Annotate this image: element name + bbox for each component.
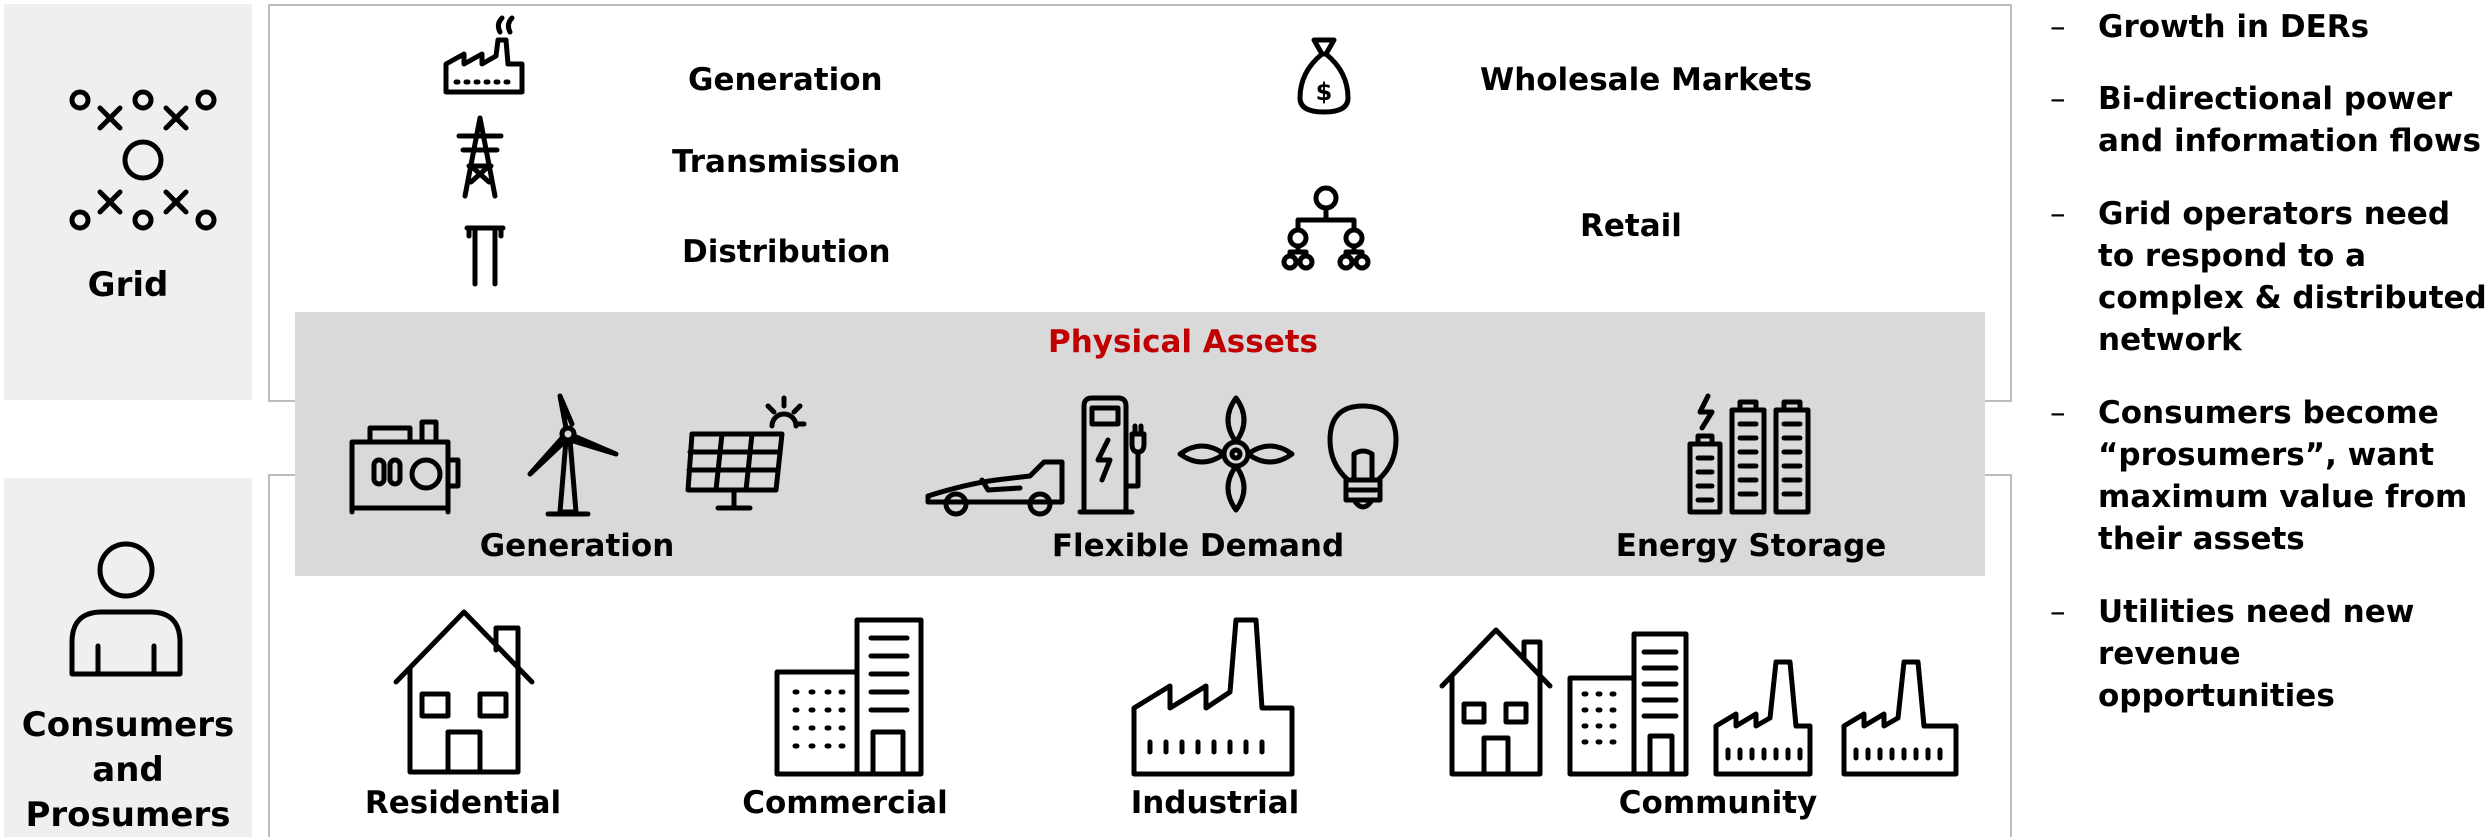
bullet-marker: – [2050,594,2066,630]
wholesale-markets-label: Wholesale Markets [1480,62,1813,98]
commercial-label: Commercial [742,785,948,821]
assets-generation-label: Generation [479,528,675,564]
transmission-tower-icon [456,115,504,199]
solar-panel-icon [685,395,807,511]
bullet-text: Growth in DERs [2098,9,2370,45]
retail-label: Retail [1580,208,1682,244]
grid-label: Grid [87,265,169,305]
consumers-panel [4,478,252,837]
wind-turbine-icon [527,393,619,517]
charging-station-icon [1077,395,1147,515]
light-bulb-icon [1327,403,1399,510]
svg-text:$: $ [1316,78,1333,106]
bullet-text: Grid operators need to respond to a comp… [2098,196,2487,358]
bullet-item: – Grid operators need to respond to a co… [2050,193,2488,361]
bullet-marker: – [2050,9,2066,45]
assets-flexible-demand-label: Flexible Demand [1051,528,1345,564]
assets-energy-storage-label: Energy Storage [1615,528,1887,564]
generator-engine-icon [349,419,461,515]
bullet-list: – Growth in DERs – Bi-directional power … [2050,6,2488,748]
bullet-text: Bi-directional power and information flo… [2098,81,2481,159]
grid-network-icon [69,89,217,231]
money-bag-icon: $ [1297,37,1351,115]
bullet-item: – Growth in DERs [2050,6,2488,48]
person-icon [69,541,183,677]
house-icon [393,609,535,775]
factory-icon [1131,617,1295,777]
fan-icon [1177,395,1295,513]
bullet-item: – Consumers become “prosumers”, want max… [2050,392,2488,560]
bullet-marker: – [2050,81,2066,117]
power-plant-icon [443,15,525,95]
grid-distribution-label: Distribution [682,234,891,270]
bullet-text: Consumers become “prosumers”, want maxim… [2098,395,2468,557]
community-icon [1439,627,1959,777]
industrial-label: Industrial [1130,785,1300,821]
office-building-icon [774,617,924,777]
bullet-item: – Utilities need new revenue opportuniti… [2050,591,2488,717]
consumers-label: Consumers and Prosumers [21,705,235,835]
residential-label: Residential [364,785,562,821]
hierarchy-icon [1281,185,1371,271]
bullet-item: – Bi-directional power and information f… [2050,78,2488,162]
physical-assets-title: Physical Assets [1048,324,1318,360]
distribution-pole-icon [464,225,506,287]
battery-storage-icon [1687,393,1811,515]
bullet-marker: – [2050,395,2066,431]
bullet-text: Utilities need new revenue opportunities [2098,594,2415,714]
bullet-marker: – [2050,196,2066,232]
electric-car-icon [925,459,1065,517]
grid-panel [4,4,252,400]
grid-transmission-label: Transmission [672,144,901,180]
grid-generation-label: Generation [688,62,883,98]
community-label: Community [1618,785,1818,821]
